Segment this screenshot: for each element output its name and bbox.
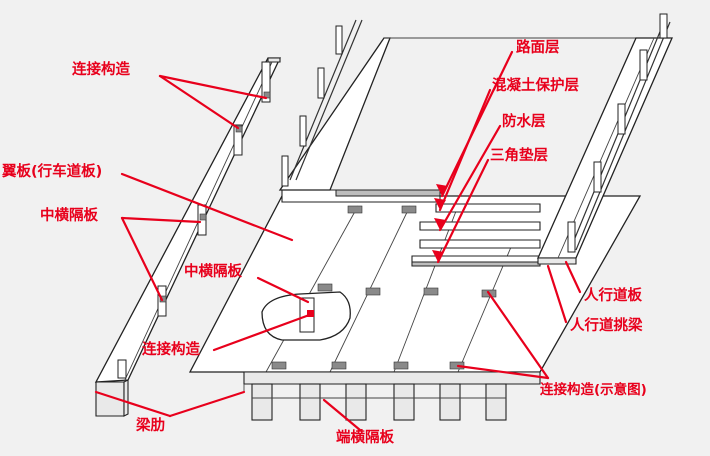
beam-ribs [243,371,541,421]
pavement-layers [411,203,541,267]
label-pavement: 路面层 [516,38,560,56]
label-beam-rib: 梁肋 [135,416,165,434]
label-concrete-protection: 混凝土保护层 [492,76,579,94]
left-t-beam [94,57,282,417]
label-end-diaphragm: 端横隔板 [336,428,394,446]
label-connection-top: 连接构造 [72,60,130,78]
right-sidewalk [536,13,673,265]
label-connection-mid: 连接构造 [142,340,200,358]
leader-lines [94,50,582,432]
label-connection-schematic: 连接构造(示意图) [540,381,647,398]
label-waterproof: 防水层 [502,112,546,130]
arrow-heads [432,184,448,262]
label-sidewalk-cantilever: 人行道挑梁 [570,316,643,334]
label-flange-plate: 翼板(行车道板) [1,162,102,180]
upper-deck [278,19,636,203]
label-sidewalk-slab: 人行道板 [584,286,642,304]
label-diaphragm-mid: 中横隔板 [184,262,242,280]
label-triangle-cushion: 三角垫层 [490,146,548,164]
labels: 连接构造 路面层 混凝土保护层 防水层 三角垫层 翼板(行车道板) 中横隔板 中… [1,38,647,446]
label-diaphragm-left: 中横隔板 [40,206,98,224]
